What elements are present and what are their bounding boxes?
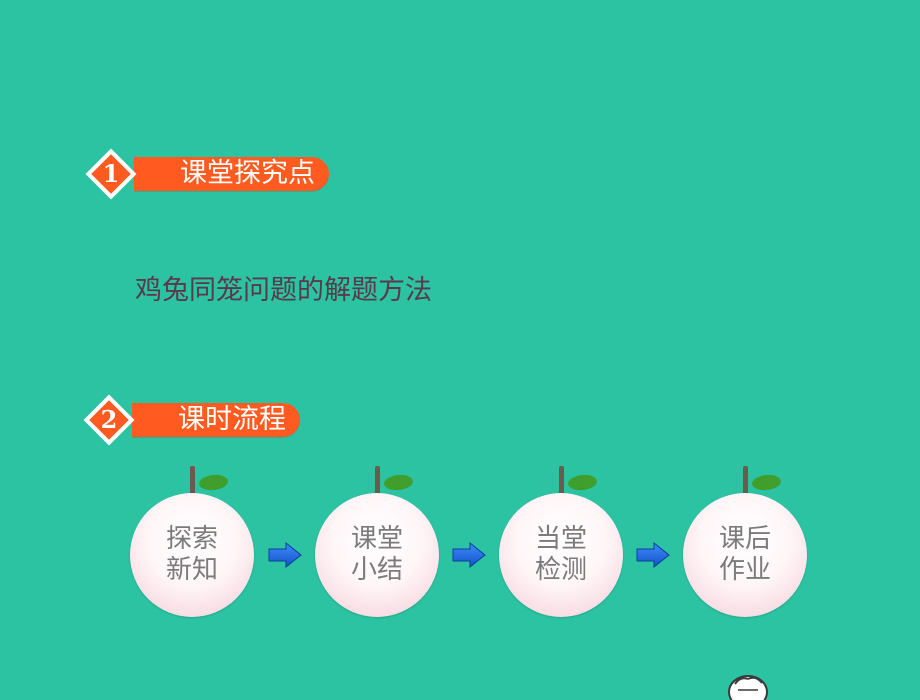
number-badge-icon: 2: [83, 394, 135, 446]
step-circle: [683, 493, 807, 617]
step-label-line1: 课堂: [350, 524, 403, 554]
step-label: 探索 新知: [130, 524, 254, 586]
section-title: 课时流程: [132, 403, 300, 437]
arrow-right-icon: [452, 542, 486, 568]
leaf-icon: [567, 473, 598, 492]
step-circle: [315, 493, 439, 617]
step-label-line2: 作业: [718, 555, 771, 585]
step-label-line2: 新知: [165, 555, 218, 585]
leaf-icon: [383, 473, 414, 492]
step-label: 课后 作业: [683, 524, 807, 586]
step-explore-new-knowledge[interactable]: 探索 新知: [130, 466, 258, 621]
step-label-line2: 小结: [350, 555, 403, 585]
step-homework[interactable]: 课后 作业: [683, 466, 811, 621]
arrow-right-icon: [268, 542, 302, 568]
step-label: 课堂 小结: [315, 524, 439, 586]
step-label-line1: 课后: [718, 524, 771, 554]
section-number: 2: [100, 405, 118, 434]
step-label-line2: 检测: [534, 555, 587, 585]
leaf-icon: [751, 473, 782, 492]
arrow-right-icon: [636, 542, 670, 568]
number-badge-icon: 1: [85, 148, 137, 200]
stem-icon: [743, 466, 748, 498]
step-label-line1: 当堂: [534, 524, 587, 554]
step-label-line1: 探索: [165, 524, 218, 554]
step-circle: [499, 493, 623, 617]
stem-icon: [559, 466, 564, 498]
cartoon-face-icon: [728, 675, 768, 700]
step-class-summary[interactable]: 课堂 小结: [315, 466, 443, 621]
step-class-test[interactable]: 当堂 检测: [499, 466, 627, 621]
topic-text: 鸡兔同笼问题的解题方法: [135, 275, 432, 306]
step-circle: [130, 493, 254, 617]
stem-icon: [190, 466, 195, 498]
stem-icon: [375, 466, 380, 498]
step-label: 当堂 检测: [499, 524, 623, 586]
leaf-icon: [198, 473, 229, 492]
section-number: 1: [102, 159, 120, 188]
section-title: 课堂探究点: [134, 157, 329, 191]
